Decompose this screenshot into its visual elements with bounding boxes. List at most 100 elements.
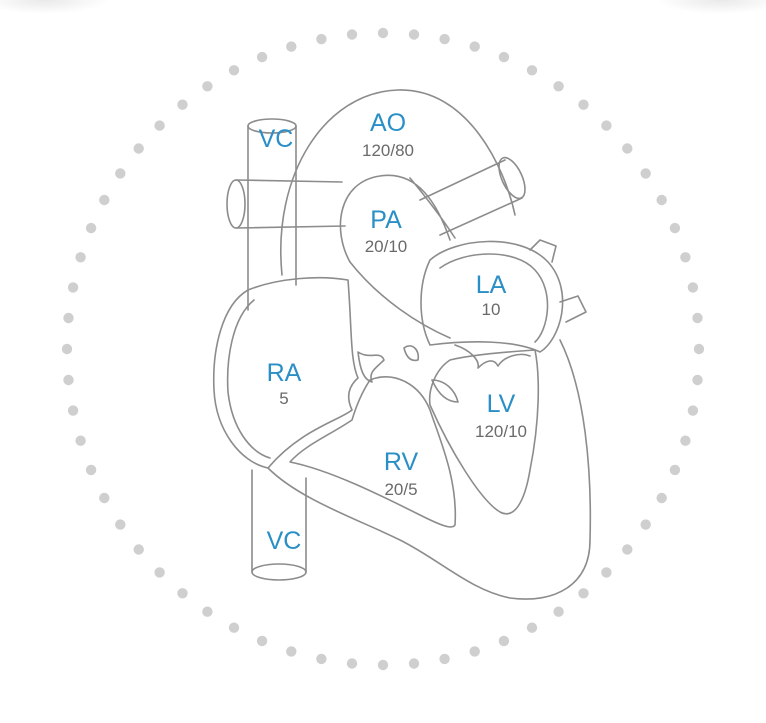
pulmonary-vein-lower bbox=[559, 295, 587, 323]
left-branch-pipe bbox=[235, 179, 346, 229]
aortic-valve bbox=[431, 379, 459, 403]
left-branch-opening bbox=[226, 179, 246, 229]
ring-dot bbox=[687, 282, 699, 293]
ring-dot bbox=[601, 567, 612, 578]
ring-dot bbox=[498, 635, 510, 647]
ring-dot bbox=[75, 435, 86, 446]
right-atrium-inner bbox=[226, 299, 271, 459]
ring-dot bbox=[99, 492, 110, 504]
left-ventricle bbox=[428, 349, 540, 515]
inferior-vena-cava bbox=[251, 469, 307, 573]
ring-dot bbox=[154, 567, 165, 578]
ring-dot bbox=[526, 622, 538, 633]
pa-label: PA bbox=[370, 206, 402, 234]
ring-dot bbox=[228, 622, 240, 633]
corner-shade-left bbox=[0, 0, 110, 14]
ring-dot bbox=[256, 635, 268, 647]
ring-dot bbox=[578, 99, 589, 110]
ao-value: 120/80 bbox=[362, 141, 414, 160]
lv-value: 120/10 bbox=[475, 422, 527, 441]
ring-dot bbox=[202, 606, 213, 617]
ring-dot bbox=[687, 405, 699, 416]
ring-dot bbox=[286, 646, 297, 657]
ring-dot bbox=[439, 653, 450, 665]
ring-dot bbox=[656, 492, 667, 504]
ring-dot bbox=[99, 194, 110, 206]
heart-outline bbox=[212, 89, 592, 600]
ring-dot bbox=[67, 282, 79, 293]
ao-label: AO bbox=[370, 109, 406, 137]
ring-dot bbox=[622, 143, 633, 154]
pulmonary-trunk bbox=[339, 174, 456, 263]
tricuspid-valve bbox=[357, 351, 385, 383]
ring-dot bbox=[67, 405, 79, 416]
ring-dot bbox=[692, 374, 703, 386]
ring-dot bbox=[669, 222, 681, 234]
ring-dot bbox=[692, 312, 703, 324]
ring-dot bbox=[498, 51, 510, 63]
ring-dot bbox=[115, 519, 126, 530]
la-label: LA bbox=[476, 271, 507, 299]
ring-dot bbox=[63, 374, 74, 386]
septum-line bbox=[349, 261, 451, 339]
ring-dot bbox=[228, 65, 240, 76]
mitral-valve bbox=[454, 344, 531, 369]
ring-dot bbox=[553, 81, 564, 92]
vc-bottom-label: VC bbox=[267, 527, 302, 555]
right-branch-pipe bbox=[419, 159, 523, 236]
vc-top-label: VC bbox=[259, 125, 294, 153]
right-branch-opening bbox=[498, 156, 526, 200]
ring-dot bbox=[85, 464, 97, 476]
ring-dot bbox=[601, 120, 612, 131]
ring-dot bbox=[377, 27, 389, 39]
pa-value: 20/10 bbox=[365, 237, 408, 256]
ring-dot bbox=[115, 168, 126, 179]
ring-dot bbox=[346, 29, 358, 40]
ring-dot bbox=[408, 658, 420, 669]
ra-label: RA bbox=[267, 359, 302, 387]
ring-dot bbox=[202, 81, 213, 92]
ring-dot bbox=[622, 544, 633, 555]
ring-dot bbox=[286, 41, 297, 52]
ring-dot bbox=[154, 120, 165, 131]
ring-dot bbox=[553, 606, 564, 617]
ring-dot bbox=[439, 33, 450, 45]
ring-dot bbox=[680, 435, 691, 446]
ring-dot bbox=[61, 343, 73, 355]
lv-label: LV bbox=[487, 390, 516, 418]
left-atrium-inner bbox=[439, 253, 549, 343]
la-value: 10 bbox=[482, 300, 501, 319]
ring-dot bbox=[85, 222, 97, 234]
ring-dot bbox=[316, 653, 327, 665]
ring-dot bbox=[133, 544, 144, 555]
right-ventricle bbox=[289, 376, 457, 528]
superior-vena-cava bbox=[247, 125, 297, 311]
corner-shade-right bbox=[656, 0, 766, 14]
ring-dot bbox=[693, 343, 705, 355]
left-atrium bbox=[420, 240, 564, 353]
heart-outer-contour bbox=[267, 339, 592, 600]
ring-dot bbox=[640, 168, 651, 179]
ring-dot bbox=[133, 143, 144, 154]
ra-value: 5 bbox=[279, 389, 288, 408]
ring-dot bbox=[316, 33, 327, 45]
right-atrium bbox=[212, 276, 359, 469]
dotted-ring bbox=[61, 27, 705, 671]
ring-dot bbox=[346, 658, 358, 669]
ring-dot bbox=[177, 99, 188, 110]
ring-dot bbox=[469, 41, 480, 52]
pulmonary-vein-upper bbox=[529, 239, 557, 263]
aortic-arch bbox=[280, 89, 516, 276]
ring-dot bbox=[526, 65, 538, 76]
ring-dot bbox=[377, 659, 389, 671]
chamber-labels: AO 120/80 PA 20/10 LA 10 RA 5 LV 120/10 … bbox=[259, 109, 527, 555]
ring-dot bbox=[75, 252, 86, 263]
ring-dot bbox=[63, 312, 74, 324]
ring-dot bbox=[469, 646, 480, 657]
ring-dot bbox=[669, 464, 681, 476]
rv-value: 20/5 bbox=[384, 480, 417, 499]
ring-dot bbox=[177, 588, 188, 599]
rv-label: RV bbox=[384, 448, 419, 476]
